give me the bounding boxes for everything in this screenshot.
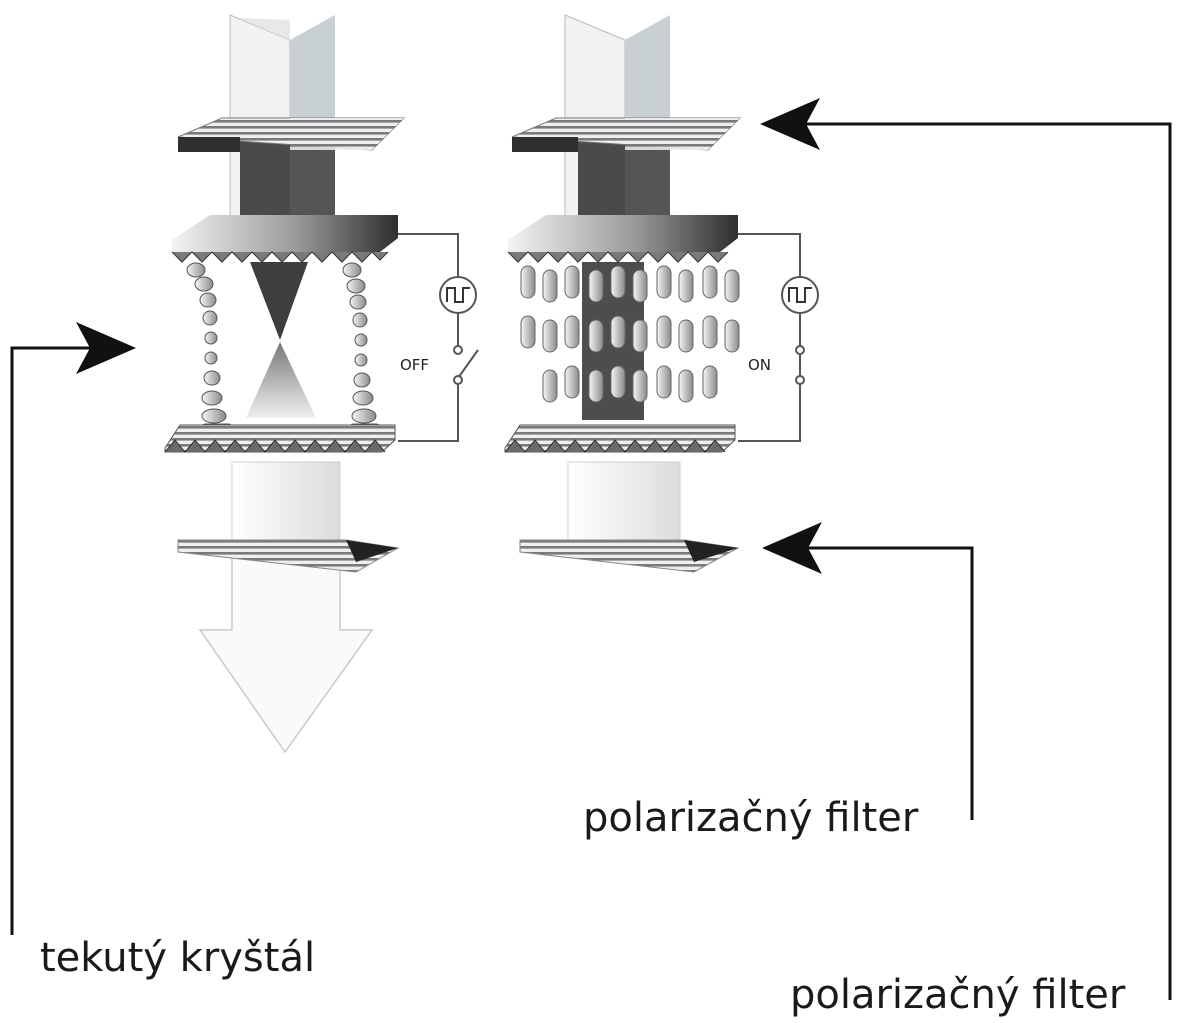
aligned-molecule: [520, 265, 536, 299]
bottom-glass-plate-left: [164, 424, 396, 453]
aligned-molecule: [588, 369, 604, 403]
circuit-left: OFF: [398, 233, 479, 442]
liquid-crystal-aligned: [520, 265, 740, 403]
arrowhead-left: [762, 522, 822, 574]
aligned-molecule: [610, 265, 626, 299]
aligned-molecule: [588, 269, 604, 303]
aligned-molecule: [542, 319, 558, 353]
switch-icon: [453, 345, 479, 385]
aligned-molecule: [678, 319, 694, 353]
aligned-molecule: [702, 365, 718, 399]
aligned-molecule: [656, 365, 672, 399]
square-wave-generator-icon: [781, 276, 819, 314]
aligned-molecule: [564, 315, 580, 349]
aligned-molecule: [632, 369, 648, 403]
aligned-molecule: [656, 315, 672, 349]
aligned-molecule: [588, 319, 604, 353]
label-liquid-crystal: tekutý kryštál: [40, 935, 316, 981]
aligned-molecule: [610, 365, 626, 399]
callout-top-polarizer: [760, 98, 1172, 1000]
aligned-molecule: [656, 265, 672, 299]
no-light-beam: [567, 461, 681, 541]
top-glass-plate-left: [171, 215, 398, 263]
aligned-molecule: [520, 315, 536, 349]
aligned-molecule: [724, 269, 740, 303]
aligned-molecule: [702, 315, 718, 349]
switch-icon: [795, 345, 805, 385]
label-polarizer-bottom: polarizačný filter: [583, 795, 919, 841]
callout-bottom-polarizer: [762, 522, 974, 820]
aligned-molecule: [564, 365, 580, 399]
aligned-molecule: [632, 269, 648, 303]
switch-label-off: OFF: [400, 356, 429, 374]
aligned-molecule: [542, 269, 558, 303]
bottom-polarizer-left: [177, 539, 400, 573]
molecule-column-left: [186, 262, 227, 424]
cell-off: OFF: [164, 14, 479, 754]
aligned-molecule: [542, 369, 558, 403]
circuit-right: ON: [738, 233, 819, 442]
aligned-molecule: [632, 319, 648, 353]
outgoing-light-arrow: [198, 461, 374, 754]
molecule-column-right: [342, 262, 377, 424]
twisted-light-cone: [246, 262, 316, 418]
square-wave-generator-icon: [439, 276, 477, 314]
aligned-molecule: [678, 269, 694, 303]
top-polarizer-left: [177, 117, 406, 152]
arrowhead-left: [760, 98, 820, 150]
top-glass-plate-right: [507, 215, 738, 263]
aligned-molecule: [702, 265, 718, 299]
liquid-crystal-twisted: [186, 262, 383, 439]
aligned-molecule: [724, 319, 740, 353]
aligned-molecule: [610, 315, 626, 349]
top-polarizer-right: [511, 117, 742, 152]
switch-label-on: ON: [748, 356, 771, 374]
aligned-molecule: [564, 265, 580, 299]
bottom-glass-plate-right: [504, 424, 736, 453]
cell-on: ON: [504, 14, 819, 573]
aligned-molecule: [678, 369, 694, 403]
arrowhead-right: [76, 322, 136, 374]
label-polarizer-top: polarizačný filter: [790, 972, 1126, 1018]
callout-liquid-crystal: [10, 322, 136, 935]
bottom-polarizer-right: [519, 539, 740, 573]
